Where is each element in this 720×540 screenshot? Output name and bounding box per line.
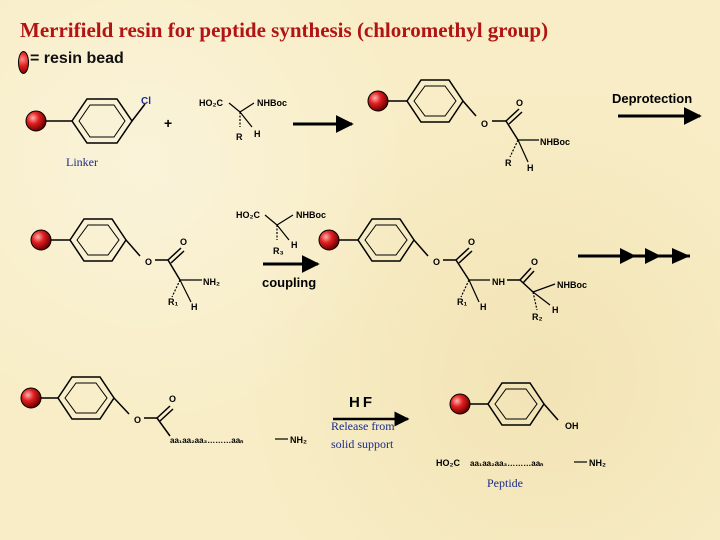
amide-nh-label: NH [492, 277, 505, 287]
plus-sign: + [164, 115, 172, 131]
slide-title: Merrifield resin for peptide synthesis (… [20, 18, 549, 42]
peptide-chain-label: aa₁aa₂aa₃………aaₙ [170, 436, 243, 445]
amino-acid-acid-label: HO₂C [236, 210, 260, 220]
resin-bead-icon [20, 387, 42, 409]
ester-oxygen-label: O [134, 415, 141, 425]
release-label-line2: solid support [331, 437, 394, 451]
hydroxyl-label: OH [565, 421, 579, 431]
hf-reagent-label: HF [349, 394, 375, 411]
linker-label: Linker [66, 155, 98, 169]
r-group-label: R [505, 158, 512, 168]
peptide-label: Peptide [487, 476, 523, 490]
carbonyl-oxygen-label: O [516, 98, 523, 108]
carbonyl-oxygen-label: O [468, 237, 475, 247]
ester-oxygen-label: O [481, 119, 488, 129]
benzene-ring [71, 98, 133, 144]
chloro-label: Cl [141, 96, 151, 107]
r3-group-label: R₃ [273, 246, 284, 256]
hydrogen-label: H [527, 163, 534, 173]
carbonyl-oxygen-label: O [180, 237, 187, 247]
r1-group-label: R₁ [457, 297, 467, 307]
nhboc-label: NHBoc [296, 210, 326, 220]
hydrogen-label: H [480, 302, 487, 312]
resin-bead-legend-icon [18, 51, 29, 74]
amine-label: NH₂ [203, 277, 220, 287]
r1-group-label: R₁ [168, 297, 178, 307]
legend-label: = resin bead [30, 50, 124, 67]
resin-bead-icon [318, 229, 340, 251]
nhboc-label: NHBoc [557, 280, 587, 290]
ester-oxygen-label: O [145, 257, 152, 267]
hydrogen-label: H [291, 240, 298, 250]
deprotection-label: Deprotection [612, 91, 692, 106]
hydrogen-label: H [552, 305, 559, 315]
hydrogen-label: H [191, 302, 198, 312]
nhboc-label: NHBoc [257, 98, 287, 108]
release-label-line1: Release from [331, 419, 395, 433]
amino-acid-acid-label: HO₂C [199, 98, 223, 108]
peptide-chain-label: aa₁aa₂aa₃………aaₙ [470, 459, 543, 468]
carbonyl-oxygen-label: O [169, 394, 176, 404]
nhboc-label: NHBoc [540, 137, 570, 147]
peptide-acid-label: HO₂C [436, 458, 460, 468]
resin-bead-icon [449, 393, 471, 415]
ester-oxygen-label: O [433, 257, 440, 267]
carbonyl-oxygen-label: O [531, 257, 538, 267]
amine-label: NH₂ [290, 435, 307, 445]
resin-bead-icon [25, 110, 47, 132]
r-group-label: R [236, 132, 243, 142]
r2-group-label: R₂ [532, 312, 543, 322]
hydrogen-label: H [254, 129, 261, 139]
resin-bead-icon [367, 90, 389, 112]
amine-label: NH₂ [589, 458, 606, 468]
resin-bead-icon [30, 229, 52, 251]
coupling-label: coupling [262, 275, 316, 290]
